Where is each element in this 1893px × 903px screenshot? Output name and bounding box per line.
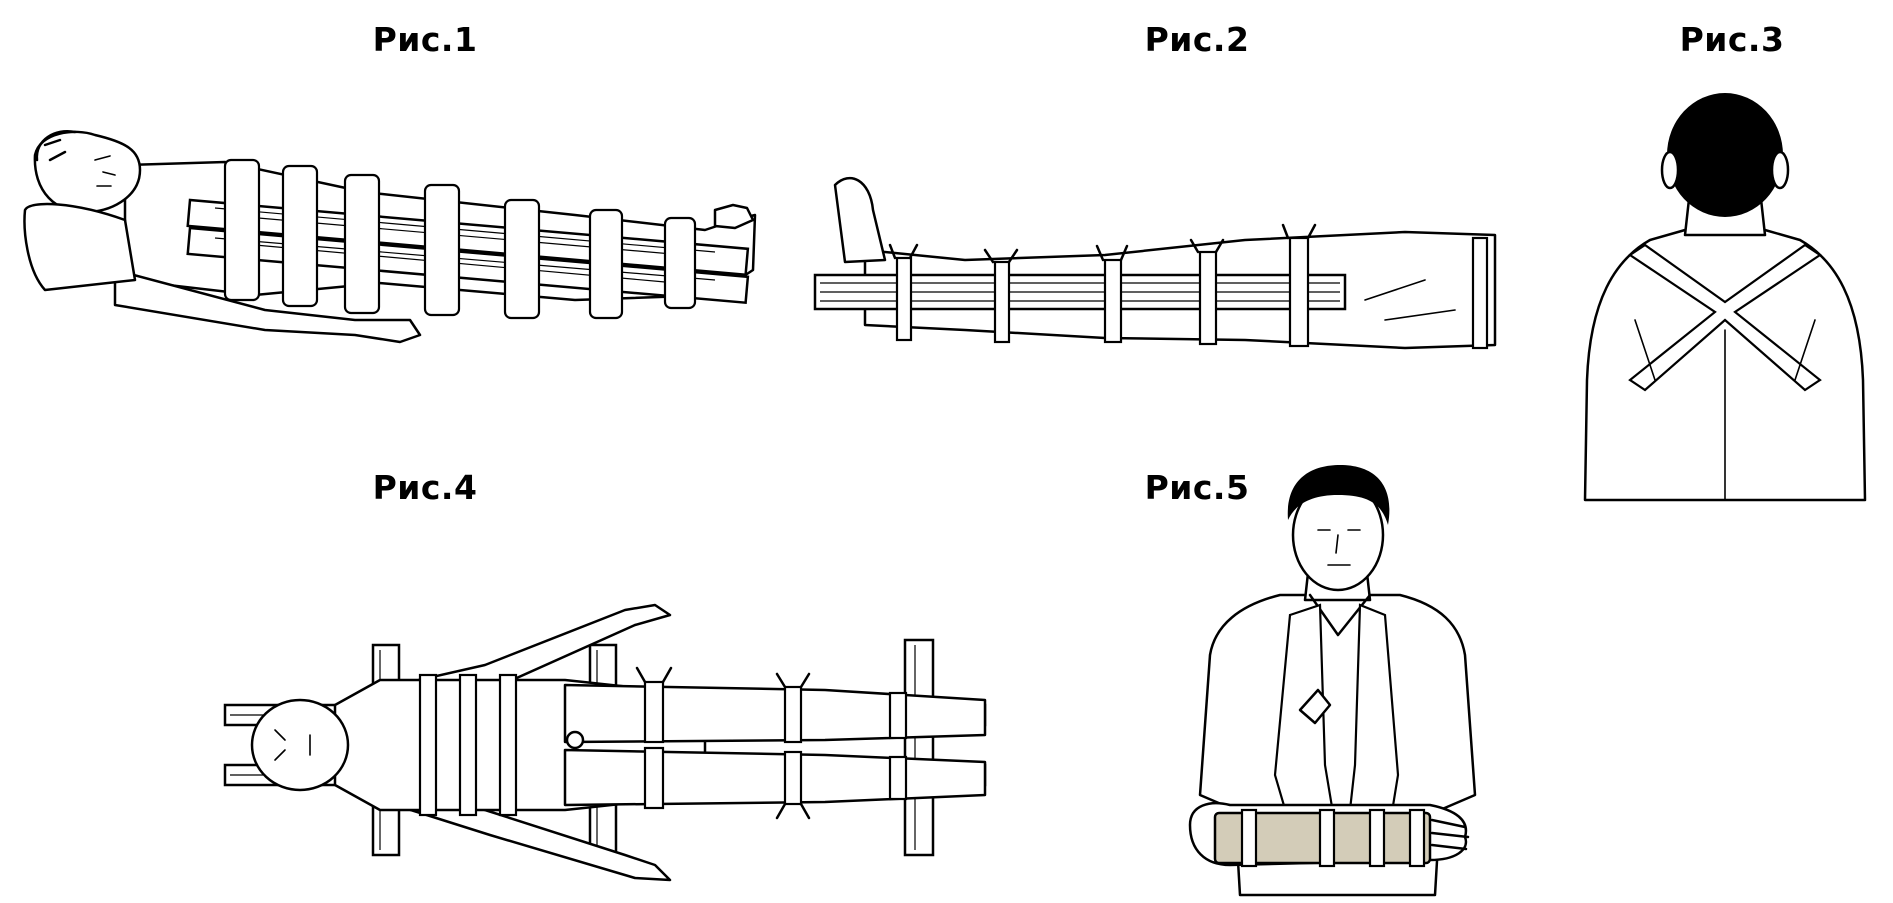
figure-1-illustration: [23, 129, 757, 344]
bandage-bands: [223, 158, 697, 320]
head-hair: [1667, 93, 1783, 217]
figure-2-label: Рис.2: [1144, 20, 1250, 59]
bandage-bands: [888, 223, 1317, 348]
figure-3-label: Рис.3: [1679, 20, 1785, 59]
bandage-bands: [418, 666, 908, 820]
figure-2-illustration: [813, 176, 1497, 350]
figure-4-label: Рис.4: [372, 468, 478, 507]
figure-1-label: Рис.1: [372, 20, 478, 59]
figure-3-illustration: [1583, 93, 1867, 502]
figure-4-illustration: [223, 603, 987, 882]
figure-5-label: Рис.5: [1144, 468, 1250, 507]
figure-5-illustration: [1188, 465, 1477, 897]
